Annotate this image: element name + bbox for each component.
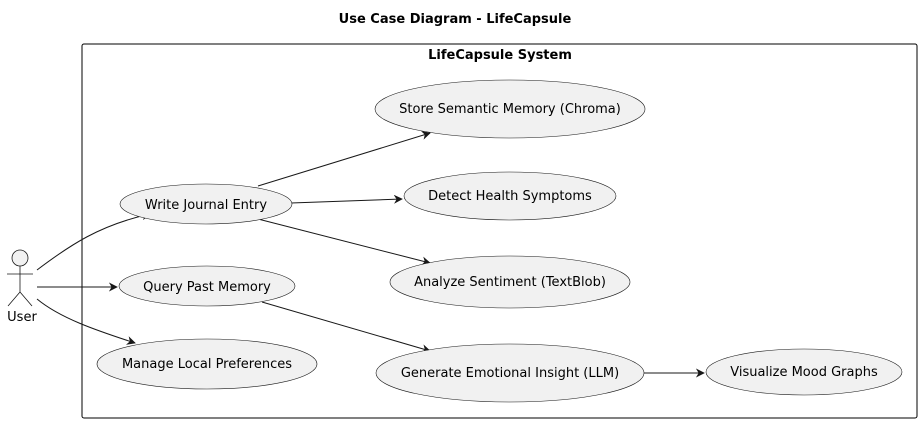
- actor-label: User: [7, 310, 37, 325]
- actor-left-leg: [7, 291, 21, 307]
- use-case-label: Manage Local Preferences: [122, 357, 292, 372]
- relation-write-detect: [290, 194, 403, 204]
- use-case-query-past-memory[interactable]: Query Past Memory: [118, 265, 296, 307]
- relation-write-store: [257, 131, 431, 187]
- relation-query-insight: [261, 301, 431, 354]
- use-case-visualize-mood-graphs[interactable]: Visualize Mood Graphs: [705, 348, 903, 396]
- use-case-detect-health-symptoms[interactable]: Detect Health Symptoms: [403, 171, 617, 221]
- relation-write-sentiment: [257, 218, 431, 266]
- system-boundary: [81, 43, 918, 419]
- use-case-label: Generate Emotional Insight (LLM): [401, 366, 619, 381]
- relation-actor-prefs: [36, 298, 136, 345]
- system-name: LifeCapsule System: [428, 48, 572, 63]
- use-case-label: Write Journal Entry: [145, 198, 267, 213]
- use-case-label: Visualize Mood Graphs: [730, 365, 878, 380]
- use-case-write-journal-entry[interactable]: Write Journal Entry: [119, 183, 293, 225]
- relations-group: [36, 131, 705, 378]
- use-case-label: Detect Health Symptoms: [428, 189, 592, 204]
- actor-head: [11, 249, 29, 267]
- use-case-analyze-sentiment[interactable]: Analyze Sentiment (TextBlob): [389, 255, 631, 309]
- use-case-store-semantic-memory[interactable]: Store Semantic Memory (Chroma): [374, 79, 646, 139]
- diagram-title: Use Case Diagram - LifeCapsule: [339, 12, 572, 27]
- use-case-label: Analyze Sentiment (TextBlob): [414, 275, 606, 290]
- use-case-manage-local-preferences[interactable]: Manage Local Preferences: [96, 338, 318, 390]
- relation-actor-write: [36, 211, 151, 271]
- use-case-generate-emotional-insight[interactable]: Generate Emotional Insight (LLM): [375, 343, 645, 403]
- use-case-label: Store Semantic Memory (Chroma): [399, 102, 621, 117]
- actor-right-leg: [19, 291, 33, 307]
- actor-user[interactable]: User: [7, 249, 37, 325]
- use-case-label: Query Past Memory: [143, 280, 271, 295]
